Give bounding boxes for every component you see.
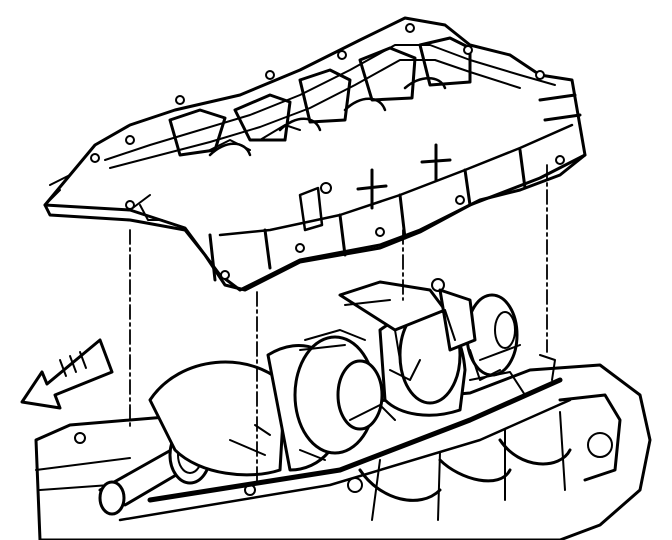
bedplate: [43, 16, 587, 292]
alignment-leaders: [129, 164, 548, 483]
front-direction-arrow-icon: [20, 338, 114, 410]
engine-block-assembly: [34, 278, 652, 540]
